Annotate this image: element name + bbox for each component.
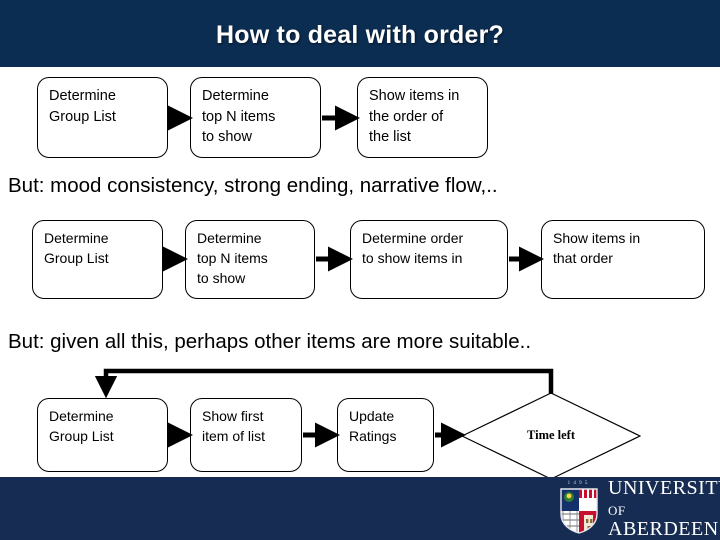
crest-year: 1495 [567, 480, 591, 486]
note-text-2: But: given all this, perhaps other items… [8, 330, 532, 353]
crest-block: 1495 [556, 480, 602, 536]
logo-line-2: OF ABERDEEN [608, 499, 720, 539]
flow-node-r1-1: Determine Group List [37, 77, 168, 158]
logo-line-2-of: OF [608, 502, 626, 518]
university-logo: 1495 [556, 478, 720, 539]
flow-node-r3-3: Update Ratings [337, 398, 434, 472]
note-text-1: But: mood consistency, strong ending, na… [8, 174, 498, 197]
flow-node-r1-3: Show items in the order of the list [357, 77, 488, 158]
flow-node-r2-1: Determine Group List [32, 220, 163, 299]
arrow-feedback-loop [94, 368, 554, 399]
flow-node-r3-1: Determine Group List [37, 398, 168, 472]
flow-node-r2-4: Show items in that order [541, 220, 705, 299]
flow-node-r2-3: Determine order to show items in [350, 220, 508, 299]
university-logo-text: UNIVERSITY OF ABERDEEN [608, 478, 720, 539]
flow-node-r2-2: Determine top N items to show [185, 220, 315, 299]
page-title: How to deal with order? [216, 21, 504, 49]
flow-node-r1-2: Determine top N items to show [190, 77, 321, 158]
shield-icon [560, 488, 598, 534]
flow-decision-label: Time left [526, 428, 576, 442]
logo-line-2-aberdeen: ABERDEEN [608, 517, 719, 540]
slide-footer-band [0, 477, 720, 540]
slide-header-band [0, 0, 720, 67]
logo-line-1: UNIVERSITY [608, 476, 720, 499]
flow-node-r3-2: Show first item of list [190, 398, 302, 472]
